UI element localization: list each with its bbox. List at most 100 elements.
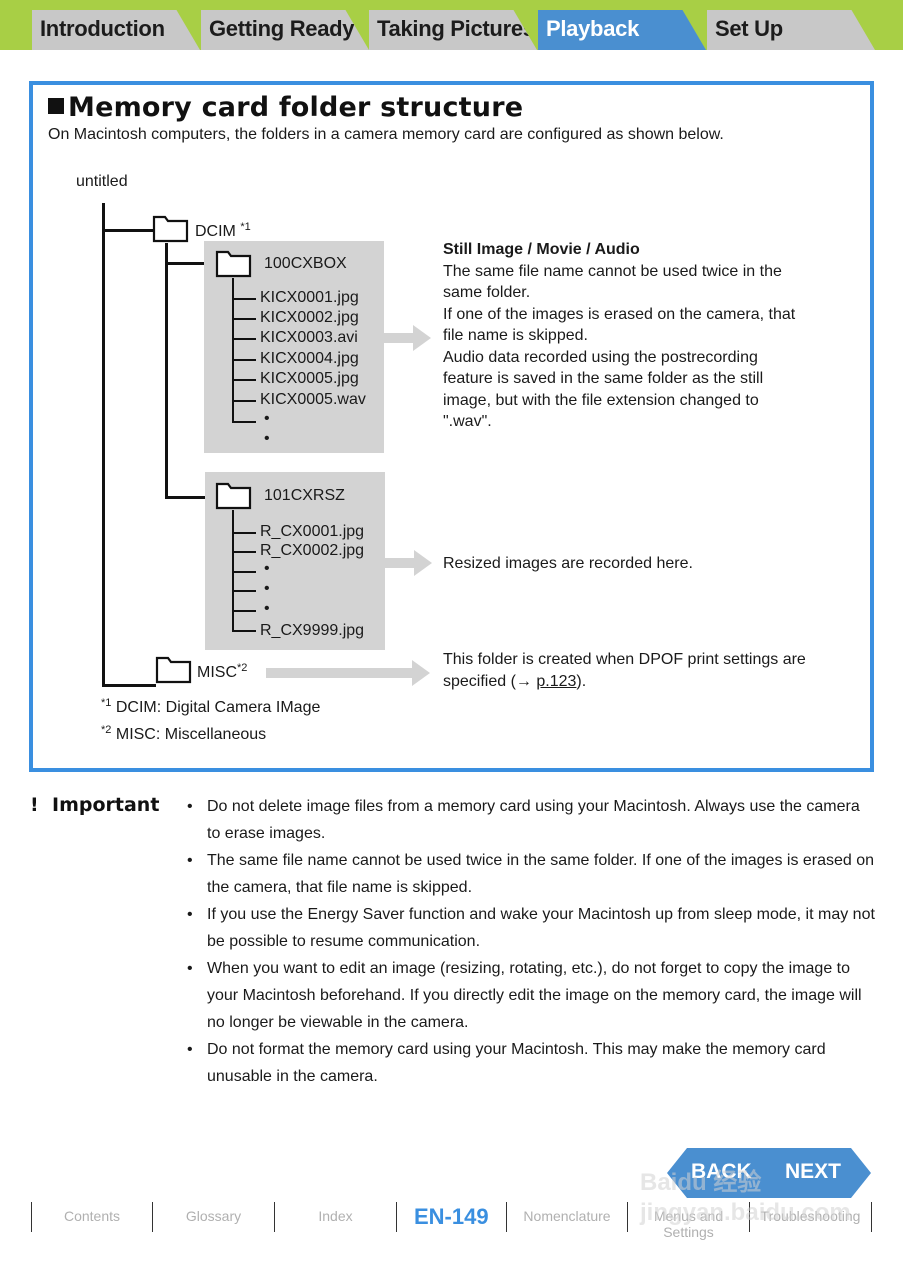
footnote-text: DCIM: Digital Camera IMage (115, 699, 321, 716)
footer-troubleshooting-link[interactable]: Troubleshooting (760, 1208, 861, 1224)
footer-divider (627, 1202, 628, 1232)
back-button[interactable]: BACK (667, 1148, 771, 1198)
description-line: This folder is created when DPOF print s… (443, 651, 806, 668)
file-branch (232, 571, 256, 573)
file-branch (232, 359, 256, 361)
list-item-text: If you use the Energy Saver function and… (207, 906, 875, 950)
file-name: KICX0005.jpg (260, 370, 359, 387)
misc-description: This folder is created when DPOF print s… (443, 649, 863, 692)
next-arrow-icon (771, 1148, 871, 1198)
list-item-text: The same file name cannot be used twice … (207, 852, 875, 896)
footnote-mark: *1 (101, 697, 112, 709)
footnote-dcim: *1 DCIM: Digital Camera IMage (101, 697, 320, 717)
bullet-icon: • (187, 960, 193, 977)
right-arrow-icon (266, 660, 430, 686)
tree-branch-misc (102, 684, 156, 687)
folder-icon (215, 250, 252, 278)
file-branch (232, 298, 256, 300)
description-line: feature is saved in the same folder as t… (443, 370, 764, 387)
folder1-label: 100CXBOX (264, 255, 347, 272)
page-link[interactable]: p.123 (536, 672, 577, 690)
description-line: If one of the images is erased on the ca… (443, 305, 796, 323)
right-arrow-icon (383, 325, 431, 351)
description-line: ".wav". (443, 413, 492, 430)
tab-getting-ready[interactable]: Getting Ready (201, 10, 369, 50)
list-item: • Do not format the memory card using you… (187, 1036, 877, 1090)
misc-folder-label: MISC*2 (197, 662, 247, 682)
list-item-text: When you want to edit an image (resizing… (207, 960, 862, 1031)
footer-divider (274, 1202, 275, 1232)
footer-glossary-link[interactable]: Glossary (185, 1208, 242, 1224)
misc-footnote-mark: *2 (237, 662, 248, 674)
baidu-watermark: Baidu 经验 jingyan.baidu.com (640, 1169, 851, 1226)
list-item: • If you use the Energy Saver function an… (187, 901, 877, 955)
back-arrow-icon (667, 1148, 771, 1198)
folder2-label: 101CXRSZ (264, 487, 345, 504)
dcim-footnote-mark: *1 (240, 221, 251, 233)
footer-index-link[interactable]: Index (318, 1208, 353, 1224)
important-list: • Do not delete image files from a memory… (187, 793, 877, 1090)
file-branch (232, 610, 256, 612)
important-heading: !Important (30, 794, 159, 816)
tab-taking-pictures[interactable]: Taking Pictures (369, 10, 537, 50)
footer-contents-link[interactable]: Contents (63, 1208, 121, 1224)
arrow-icon: → (515, 672, 532, 690)
folder-icon (152, 215, 189, 243)
ellipsis-dot: • (264, 600, 270, 617)
tab-set-up[interactable]: Set Up (707, 10, 875, 50)
footer-divider (749, 1202, 750, 1232)
resized-description: Resized images are recorded here. (443, 555, 693, 572)
section-title-text: Memory card folder structure (68, 92, 524, 123)
page-number: EN-149 (414, 1204, 489, 1229)
ellipsis-dot: • (264, 430, 270, 447)
dcim-subtree-line (165, 243, 168, 499)
file-branch (232, 551, 256, 553)
bullet-icon: • (187, 798, 193, 815)
tree-branch-dcim (102, 229, 154, 232)
bullet-icon: • (187, 906, 193, 923)
tree-branch-folder1 (165, 262, 217, 265)
file-branch (232, 338, 256, 340)
section-frame (29, 81, 874, 772)
description-line: file name is skipped. (443, 327, 588, 344)
file-name: KICX0001.jpg (260, 289, 359, 306)
folder-icon (155, 656, 192, 684)
ellipsis-dot: • (264, 410, 270, 427)
file-branch (232, 532, 256, 534)
description-line: Audio data recorded using the postrecord… (443, 348, 758, 366)
footer-divider (31, 1202, 32, 1232)
intro-text: On Macintosh computers, the folders in a… (48, 126, 724, 143)
bullet-icon: • (187, 852, 193, 869)
description-line: The same file name cannot be used twice … (443, 262, 782, 280)
misc-label-text: MISC (197, 664, 237, 681)
description-text: specified ( (443, 672, 516, 690)
bullet-icon: • (187, 1041, 193, 1058)
file-name: R_CX9999.jpg (260, 622, 365, 639)
tab-playback[interactable]: Playback (538, 10, 706, 50)
file-branch (232, 590, 256, 592)
file-branch (232, 421, 256, 423)
next-button[interactable]: NEXT (771, 1148, 871, 1198)
footer-nomenclature-link[interactable]: Nomenclature (523, 1208, 611, 1224)
still-image-heading: Still Image / Movie / Audio (443, 241, 640, 258)
list-item: • The same file name cannot be used twice… (187, 847, 877, 901)
dcim-label-text: DCIM (195, 223, 236, 240)
root-folder-label: untitled (76, 173, 128, 190)
description-line: image, but with the file extension chang… (443, 391, 759, 409)
exclamation-icon: ! (30, 794, 39, 816)
file-name: KICX0002.jpg (260, 309, 359, 326)
file-name: KICX0004.jpg (260, 350, 359, 367)
list-item-text: Do not format the memory card using your… (207, 1041, 826, 1085)
footer-menus-settings-link[interactable]: Menus and Settings (653, 1208, 724, 1240)
list-item-text: Do not delete image files from a memory … (207, 798, 860, 842)
tab-introduction[interactable]: Introduction (32, 10, 200, 50)
description-text: ). (576, 672, 587, 690)
next-button-label: NEXT (785, 1160, 842, 1183)
list-item: • When you want to edit an image (resizin… (187, 955, 877, 1036)
description-line: specified (→ p.123). (443, 671, 863, 693)
file-branch (232, 630, 256, 632)
file-branch (232, 318, 256, 320)
ellipsis-dot: • (264, 560, 270, 577)
file-name: R_CX0002.jpg (260, 542, 365, 559)
footer-divider (152, 1202, 153, 1232)
